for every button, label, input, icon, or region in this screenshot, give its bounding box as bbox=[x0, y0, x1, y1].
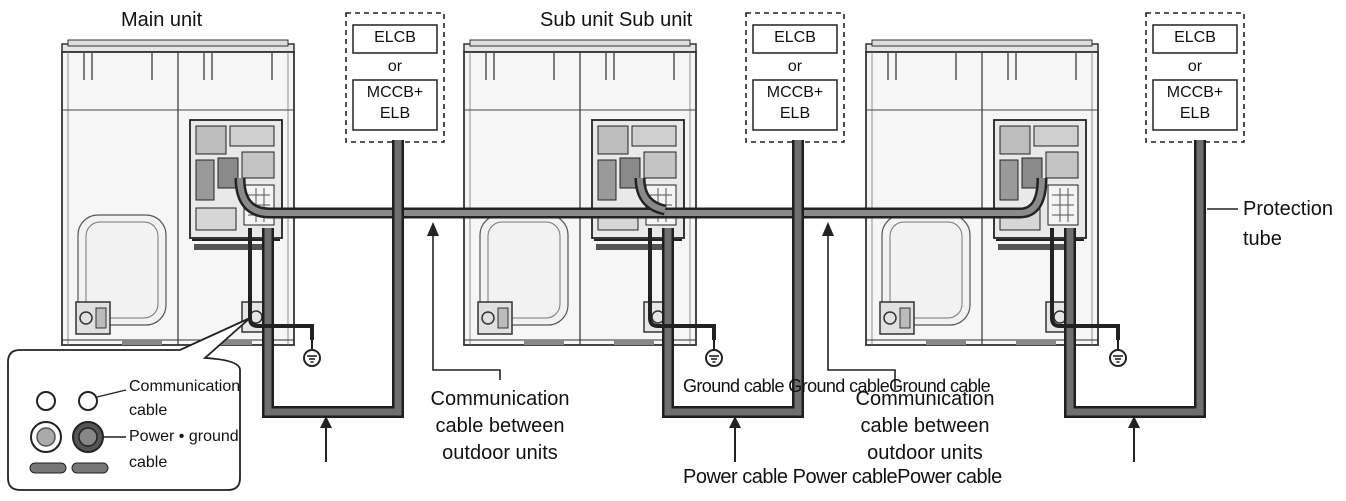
comm-cable-arrow-1 bbox=[427, 222, 501, 380]
comm-cable-arrow-2 bbox=[822, 222, 896, 390]
inset-power-ground-label-2: cable bbox=[129, 454, 168, 471]
power-tube-2 bbox=[662, 140, 804, 418]
breaker-box-1 bbox=[345, 12, 445, 143]
sub-outdoor-unit-2 bbox=[865, 39, 1099, 346]
ground-cable-3 bbox=[1050, 228, 1127, 367]
sub-units-label: Sub unit Sub unit bbox=[540, 9, 693, 31]
breaker-3-or: or bbox=[1187, 58, 1203, 75]
comm-cable-label-1-line2: cable between bbox=[435, 415, 565, 437]
tube-label: tube bbox=[1243, 228, 1282, 250]
inset-power-ground-label: Power • ground bbox=[129, 428, 239, 445]
breaker-2-elcb: ELCB bbox=[774, 29, 816, 46]
power-tube-1 bbox=[262, 140, 404, 418]
main-unit-label: Main unit bbox=[121, 9, 203, 31]
comm-cable-label-2-line2: cable between bbox=[860, 415, 990, 437]
breaker-box-2 bbox=[745, 12, 845, 143]
power-cable-arrow-2 bbox=[729, 416, 741, 462]
breaker-1-mccb: MCCB+ bbox=[366, 84, 424, 101]
sub-outdoor-unit-1 bbox=[463, 39, 697, 346]
inset-communication-label: Communication bbox=[129, 378, 241, 395]
breaker-1-or: or bbox=[387, 58, 403, 75]
breaker-3-elb: ELB bbox=[1179, 105, 1211, 122]
inset-callout bbox=[7, 317, 251, 491]
power-tube-3 bbox=[1064, 140, 1206, 418]
power-cable-arrow-3 bbox=[1128, 416, 1140, 462]
breaker-1-elb: ELB bbox=[379, 105, 411, 122]
breaker-1-elcb: ELCB bbox=[374, 29, 416, 46]
power-cable-labels: Power cable Power cablePower cable bbox=[683, 466, 1002, 488]
comm-cable-label-1-line1: Communication bbox=[430, 388, 570, 410]
communication-cable-tube bbox=[234, 177, 1048, 219]
breaker-3-mccb: MCCB+ bbox=[1166, 84, 1224, 101]
breaker-2-elb: ELB bbox=[779, 105, 811, 122]
ground-cable-labels: Ground cable Ground cableGround cable bbox=[683, 376, 991, 396]
breaker-box-3 bbox=[1145, 12, 1245, 143]
breaker-2-or: or bbox=[787, 58, 803, 75]
main-outdoor-unit bbox=[61, 39, 295, 346]
comm-cable-label-1-line3: outdoor units bbox=[442, 442, 558, 464]
comm-cable-label-2-line1: Communication bbox=[855, 388, 995, 410]
breaker-3-elcb: ELCB bbox=[1174, 29, 1216, 46]
breaker-2-mccb: MCCB+ bbox=[766, 84, 824, 101]
comm-cable-label-2-line3: outdoor units bbox=[867, 442, 983, 464]
inset-communication-label-2: cable bbox=[129, 402, 168, 419]
ground-cable-2 bbox=[648, 228, 723, 367]
power-cable-arrow-1 bbox=[320, 416, 332, 462]
protection-label: Protection bbox=[1243, 198, 1334, 220]
